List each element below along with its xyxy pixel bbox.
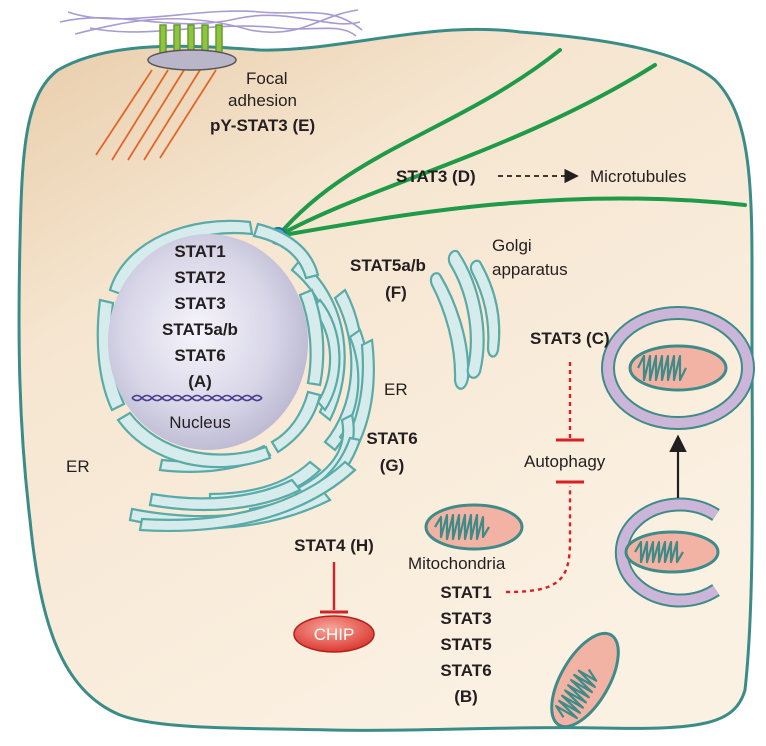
nucleus-stat-item: STAT3 — [174, 294, 225, 313]
actin-fibers — [95, 69, 217, 161]
nucleus-label: Nucleus — [169, 413, 230, 432]
focal-adhesion-label-line1: Focal — [246, 69, 288, 88]
microtubules-label: Microtubules — [590, 167, 686, 186]
stats-b-item: STAT6 — [440, 661, 491, 680]
stats-b-item: STAT5 — [440, 635, 491, 654]
golgi-label-line2: apparatus — [492, 260, 568, 279]
chip-label: CHIP — [314, 625, 355, 644]
mitochondrion-bottom — [550, 631, 620, 729]
nucleus-stat-item: (A) — [188, 372, 212, 391]
endoplasmic-reticulum — [128, 258, 375, 533]
autophagy-label: Autophagy — [524, 452, 606, 471]
focal-adhesion-complex — [147, 24, 237, 71]
f-label: (F) — [385, 283, 407, 302]
mitochondria-label: Mitochondria — [408, 554, 506, 573]
stat3-inhibits-autophagy — [556, 362, 584, 442]
er-right-label: ER — [384, 380, 408, 399]
chip-protein — [293, 615, 375, 653]
dna-helix-icon — [131, 394, 263, 402]
stats-inhibit-autophagy — [505, 480, 584, 594]
autophagosome-forming — [614, 497, 720, 608]
er-left-label: ER — [66, 457, 90, 476]
stats-b-item: STAT3 — [440, 609, 491, 628]
golgi-label-line1: Golgi — [492, 236, 532, 255]
nucleus-stat-item: STAT5a/b — [162, 320, 238, 339]
stat5ab-label: STAT5a/b — [350, 256, 426, 275]
microtubules — [276, 48, 747, 238]
g-label: (G) — [380, 456, 405, 475]
stat3-c-label: STAT3 (C) — [530, 329, 610, 348]
stat4-h-label: STAT4 (H) — [294, 536, 374, 555]
stat6-label: STAT6 — [366, 429, 417, 448]
stat3-d-label: STAT3 (D) — [396, 167, 476, 186]
stats-b-item: (B) — [454, 687, 478, 706]
focal-adhesion-label-line2: adhesion — [228, 91, 297, 110]
mitochondrion-top — [424, 503, 524, 551]
pystat3-label: pY-STAT3 (E) — [210, 116, 315, 135]
nucleus-stat-item: STAT1 — [174, 242, 225, 261]
extracellular-matrix-fibers — [59, 9, 363, 37]
stats-b-item: STAT1 — [440, 583, 491, 602]
stats-b-list: STAT1 STAT3 STAT5 STAT6 (B) — [440, 583, 491, 706]
golgi-apparatus — [429, 249, 501, 390]
stat4-inhibits-chip — [320, 562, 348, 614]
nucleus-stat-item: STAT6 — [174, 346, 225, 365]
nucleus-stat-list: STAT1 STAT2 STAT3 STAT5a/b STAT6 (A) — [162, 242, 238, 391]
nucleus-stat-item: STAT2 — [174, 268, 225, 287]
autophagosome-complete — [601, 306, 755, 430]
